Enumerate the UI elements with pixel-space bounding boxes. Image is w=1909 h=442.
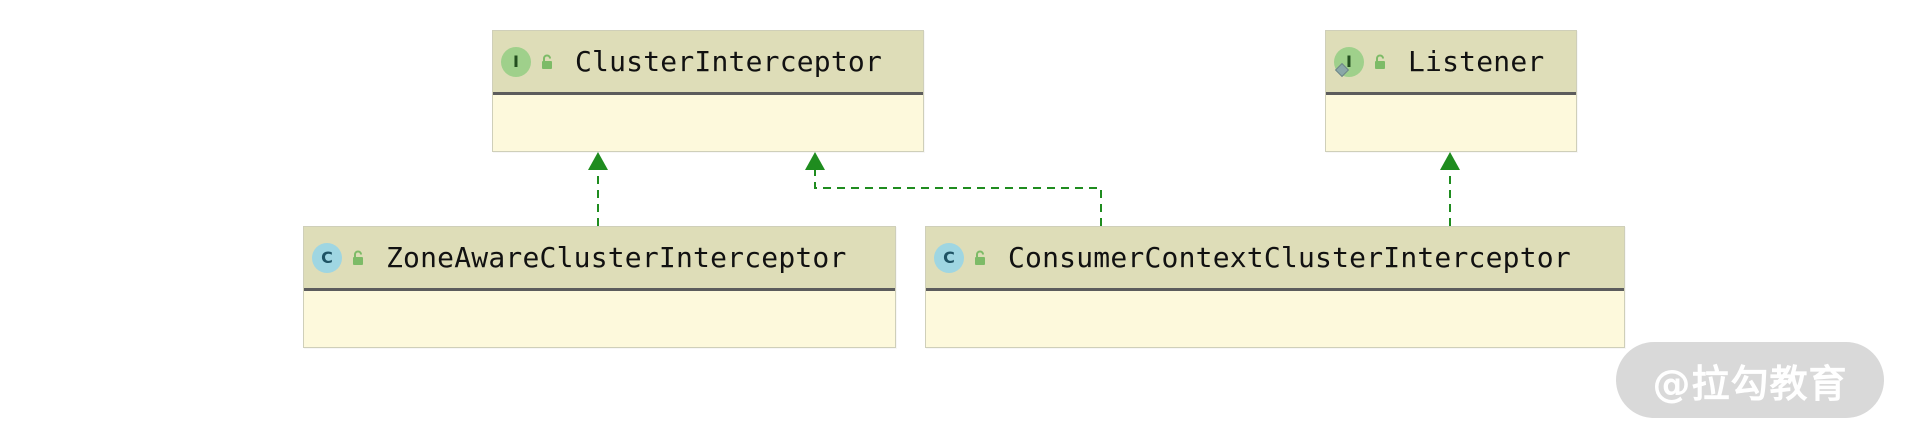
lock-open-icon: [353, 250, 363, 265]
cluster-interceptor-body: [493, 95, 923, 151]
interface-badge-letter: I: [1346, 52, 1352, 71]
zone-aware-cluster-interceptor-title: ZoneAwareClusterInterceptor: [386, 240, 847, 274]
zone-aware-cluster-interceptor-header: C ZoneAwareClusterInterceptor: [304, 227, 895, 291]
listener-body: [1326, 95, 1576, 151]
consumer-to-listener-arrow-icon: [1440, 152, 1460, 170]
lock-open-icon: [542, 54, 552, 69]
class-icon: C: [934, 242, 964, 273]
interface-badge-letter: I: [513, 52, 519, 71]
interface-icon: I: [1334, 46, 1364, 77]
consumer-context-cluster-interceptor-node[interactable]: C ConsumerContextClusterInterceptor: [925, 226, 1625, 348]
consumer-context-cluster-interceptor-header: C ConsumerContextClusterInterceptor: [926, 227, 1624, 291]
zone-aware-cluster-interceptor-body: [304, 291, 895, 347]
listener-node[interactable]: I Listener: [1325, 30, 1577, 152]
consumer-to-cluster-arrow-icon: [805, 152, 825, 170]
class-icon: C: [312, 242, 342, 273]
zone-aware-cluster-interceptor-node[interactable]: C ZoneAwareClusterInterceptor: [303, 226, 896, 348]
interface-icon: I: [501, 46, 531, 77]
watermark: @拉勾教育: [1616, 342, 1884, 418]
cluster-interceptor-node[interactable]: I ClusterInterceptor: [492, 30, 924, 152]
watermark-text: @拉勾教育: [1652, 361, 1848, 406]
lock-open-icon: [975, 250, 985, 265]
lock-open-icon: [1375, 54, 1385, 69]
class-badge-letter: C: [321, 248, 333, 267]
zone-to-cluster-arrow-icon: [588, 152, 608, 170]
class-badge-letter: C: [943, 248, 955, 267]
consumer-to-cluster-edge: [814, 170, 1102, 226]
listener-header: I Listener: [1326, 31, 1576, 95]
consumer-context-cluster-interceptor-body: [926, 291, 1624, 347]
cluster-interceptor-title: ClusterInterceptor: [575, 44, 883, 78]
listener-title: Listener: [1408, 44, 1545, 78]
consumer-context-cluster-interceptor-title: ConsumerContextClusterInterceptor: [1008, 240, 1571, 274]
cluster-interceptor-header: I ClusterInterceptor: [493, 31, 923, 95]
